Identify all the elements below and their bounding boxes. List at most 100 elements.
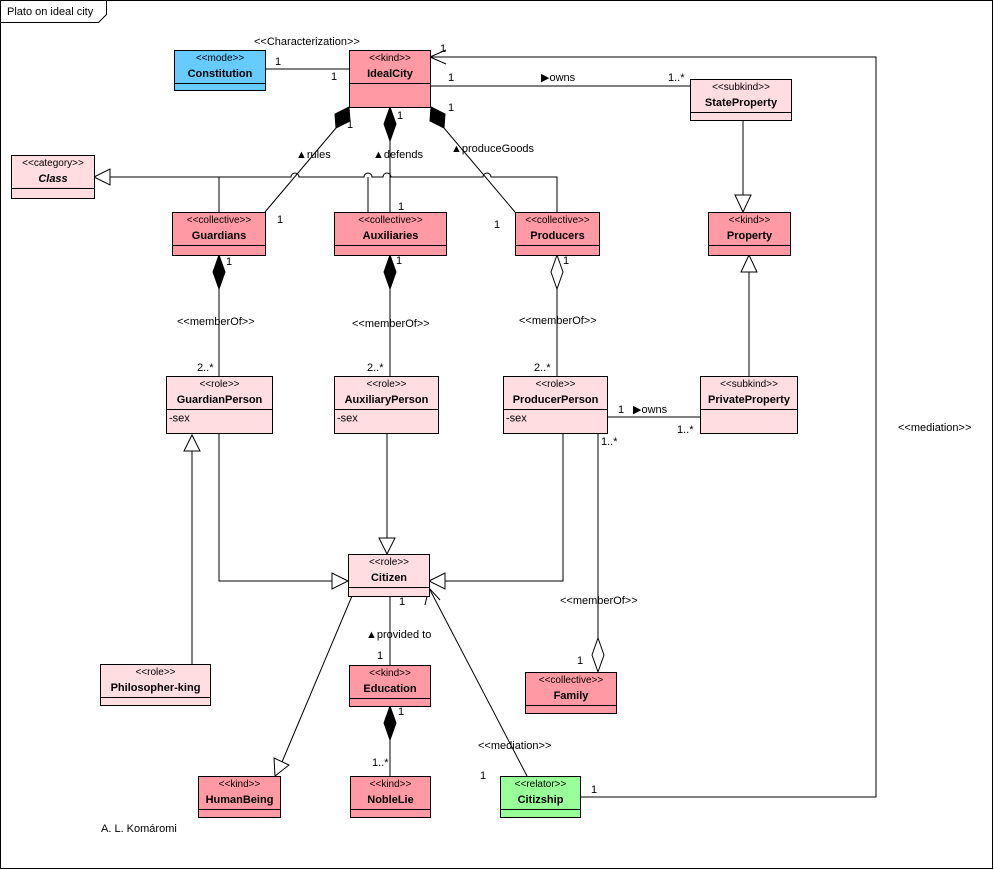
multiplicity: 1 xyxy=(331,71,337,83)
class-name: Producers xyxy=(530,230,584,242)
class-stereotype: <<kind>> xyxy=(369,668,411,679)
class-guardians[interactable]: <<collective>>Guardians xyxy=(172,212,266,256)
owns-private-label: ▶owns xyxy=(633,404,668,416)
class-box xyxy=(525,672,617,714)
class-name: Philosopher-king xyxy=(111,682,201,694)
multiplicity: 1 xyxy=(377,650,383,662)
defends-label: ▲defends xyxy=(373,149,424,161)
generalization-arrowhead xyxy=(740,253,758,273)
class-stereotype: <<kind>> xyxy=(370,779,412,790)
class-stereotype: <<mode>> xyxy=(196,53,245,64)
class-producers[interactable]: <<collective>>Producers xyxy=(515,212,600,256)
multiplicity: 1 xyxy=(480,770,486,782)
citizen-humanbeing-generalization[interactable] xyxy=(281,595,353,763)
member-of-producers-label: <<memberOf>> xyxy=(519,315,597,327)
characterization-label: <<Characterization>> xyxy=(254,36,360,48)
class-idealcity[interactable]: <<kind>>IdealCity xyxy=(349,50,431,108)
class-stereotype: <<role>> xyxy=(135,667,175,678)
member-of-auxiliaries-label: <<memberOf>> xyxy=(352,318,430,330)
class-box xyxy=(349,50,431,108)
aggregation-diamond xyxy=(591,636,605,674)
class-stereotype: <<collective>> xyxy=(187,215,252,226)
generalization-arrowhead xyxy=(378,537,396,556)
multiplicity: 1 xyxy=(397,110,403,122)
class-stereotype: <<role>> xyxy=(199,379,239,390)
author-credit: A. L. Komáromi xyxy=(101,823,177,835)
class-auxiliaryperson[interactable]: <<role>>AuxiliaryPerson-sex xyxy=(334,376,439,434)
produce-goods-label: ▲produceGoods xyxy=(451,143,535,155)
class-education[interactable]: <<kind>>Education xyxy=(349,665,431,707)
multiplicity: 2..* xyxy=(534,362,551,374)
class-stereotype: <<role>> xyxy=(369,557,409,568)
class-name: HumanBeing xyxy=(206,794,274,806)
class-privateproperty[interactable]: <<subkind>>PrivateProperty xyxy=(700,376,798,434)
class-auxiliaries[interactable]: <<collective>>Auxiliaries xyxy=(334,212,447,256)
class-stateproperty[interactable]: <<subkind>>StateProperty xyxy=(690,79,792,121)
class-boxes: <<mode>>Constitution<<kind>>IdealCity<<s… xyxy=(11,50,798,818)
class-humanbeing[interactable]: <<kind>> HumanBeing xyxy=(198,776,281,818)
class-box xyxy=(503,376,608,434)
class-name: AuxiliaryPerson xyxy=(345,394,429,406)
class-constitution[interactable]: <<mode>>Constitution xyxy=(174,50,266,91)
class-generalization-line[interactable] xyxy=(218,172,558,212)
class-noblelie[interactable]: <<kind>> NobleLie xyxy=(350,776,431,818)
class-name: Auxiliaries xyxy=(363,230,419,242)
class-guardianperson[interactable]: <<role>>GuardianPerson-sex xyxy=(166,376,273,434)
composition-diamond xyxy=(383,253,397,291)
multiplicity: 1 xyxy=(618,404,624,416)
class-philosopherking[interactable]: <<role>> Philosopher-king xyxy=(100,664,211,706)
class-name: IdealCity xyxy=(367,68,414,80)
multiplicity: 1 xyxy=(396,255,402,267)
class-name: Class xyxy=(38,173,67,185)
class-class[interactable]: <<category>>Class xyxy=(11,155,95,199)
multiplicity: 1 xyxy=(275,56,281,68)
composition-diamond xyxy=(212,253,226,291)
class-name: Citizship xyxy=(518,794,564,806)
provided-to-label: ▲provided to xyxy=(366,629,431,641)
class-box xyxy=(172,212,266,256)
multiplicity: 1 xyxy=(398,201,404,213)
class-stereotype: <<kind>> xyxy=(219,779,261,790)
generalization-arrowhead xyxy=(273,757,290,777)
class-attribute: -sex xyxy=(169,413,190,425)
multiplicity: 1..* xyxy=(677,424,694,436)
class-attribute: -sex xyxy=(337,413,358,425)
class-producerperson[interactable]: <<role>>ProducerPerson-sex xyxy=(503,376,608,434)
class-property[interactable]: <<kind>>Property xyxy=(708,212,791,256)
class-citizenship[interactable]: <<relator>>Citizship xyxy=(500,776,581,818)
guardianperson-citizen-generalization[interactable] xyxy=(218,433,332,582)
multiplicity: 1..* xyxy=(601,436,618,448)
class-box xyxy=(334,376,439,434)
composition-diamond xyxy=(334,106,351,129)
class-box xyxy=(708,212,791,256)
class-box xyxy=(349,665,431,707)
class-name: Citizen xyxy=(371,572,407,584)
multiplicity: 1 xyxy=(577,655,583,667)
multiplicity: 1 xyxy=(398,706,404,718)
class-citizen[interactable]: <<role>> Citizen xyxy=(348,554,430,597)
multiplicity: 1 xyxy=(440,43,446,55)
generalization-arrowhead xyxy=(92,168,111,186)
rules-line[interactable] xyxy=(264,127,337,213)
multiplicity: 1 xyxy=(563,255,569,267)
class-family[interactable]: <<collective>>Family xyxy=(525,672,617,714)
class-stereotype: <<subkind>> xyxy=(712,82,770,93)
mediation-citizen-line[interactable] xyxy=(428,587,528,777)
generalization-arrowhead xyxy=(331,572,350,590)
class-box xyxy=(515,212,600,256)
multiplicity: 1 xyxy=(399,596,405,608)
class-name: PrivateProperty xyxy=(708,394,791,406)
class-box xyxy=(350,776,431,818)
multiplicities: 1 1 1 1..* 1 1 1 1 1 1 1 1 2..* 1 2..* 1… xyxy=(197,43,694,796)
mediation-idealcity-line[interactable] xyxy=(430,56,877,798)
class-box xyxy=(690,79,792,121)
class-name: NobleLie xyxy=(367,794,413,806)
multiplicity: 1 xyxy=(494,219,500,231)
multiplicity: 1 xyxy=(448,102,454,114)
mediation-citizen-label: <<mediation>> xyxy=(478,740,551,752)
produce-goods-line[interactable] xyxy=(443,127,516,213)
producerperson-citizen-generalization[interactable] xyxy=(445,433,564,582)
generalization-arrowhead xyxy=(427,572,446,590)
